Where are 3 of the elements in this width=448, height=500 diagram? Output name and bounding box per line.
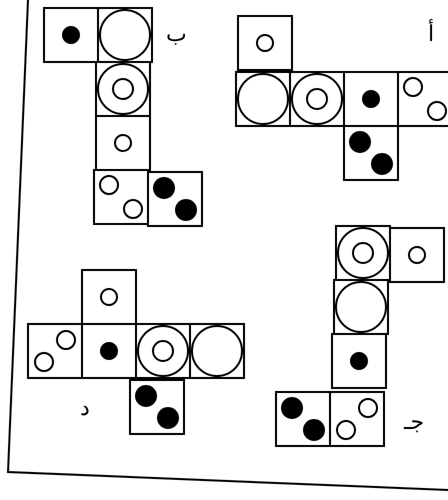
option-letter: د	[80, 396, 90, 422]
option-letter: جـ	[404, 410, 424, 436]
option-letter: ب	[166, 22, 187, 48]
